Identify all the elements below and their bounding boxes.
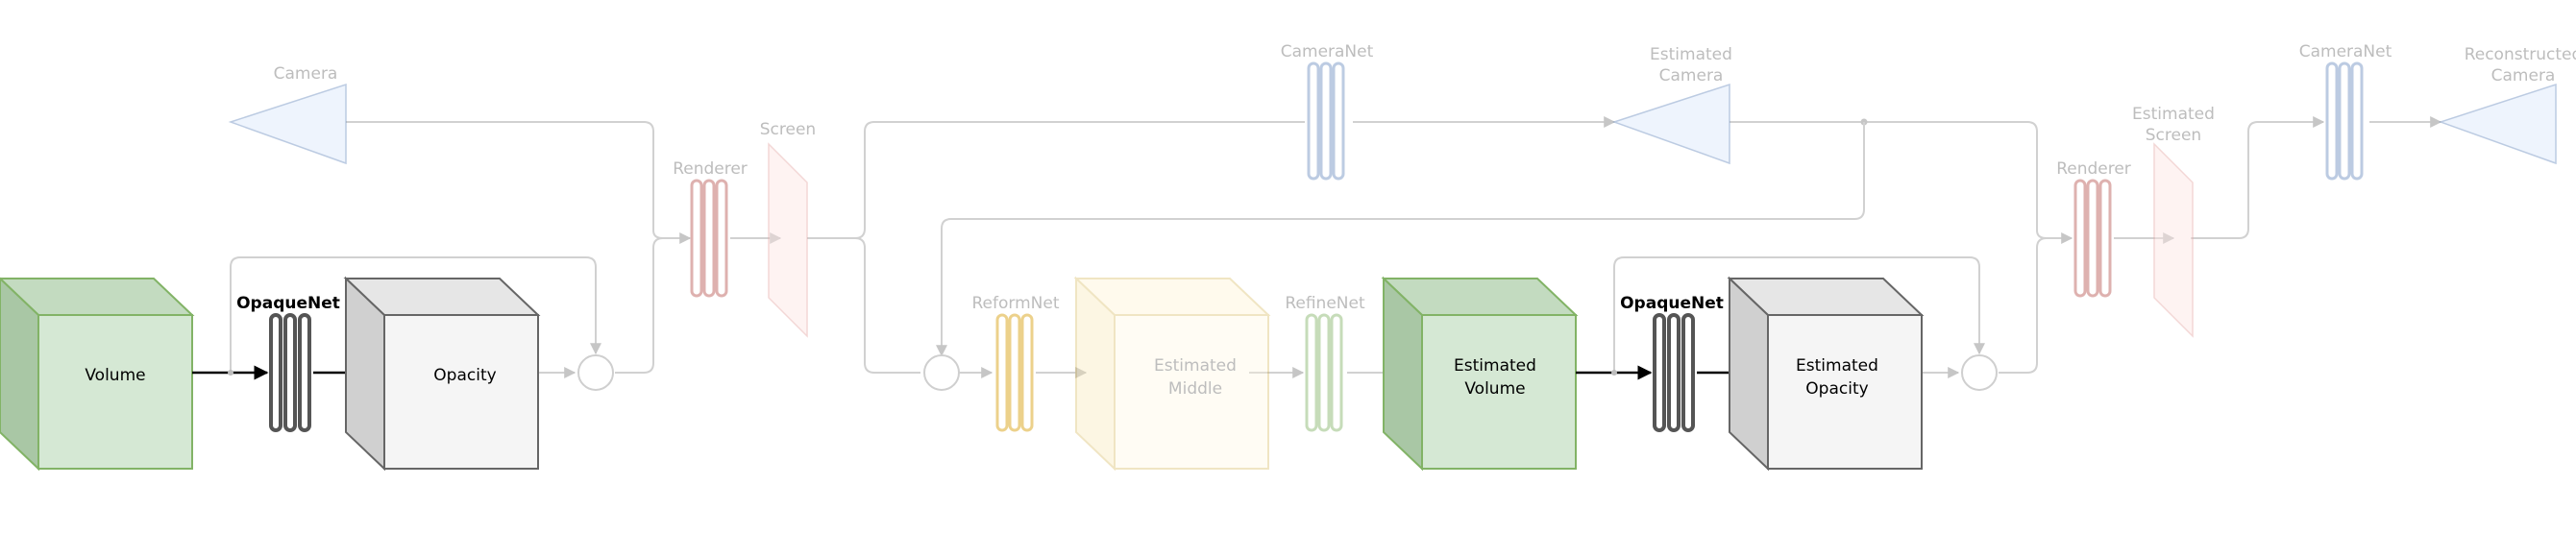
- estimated-camera-label-2: Camera: [1659, 66, 1724, 85]
- reconstructed-camera-shape: [2438, 83, 2557, 165]
- volume-label: Volume: [85, 366, 145, 385]
- renderer-2-block: [2073, 179, 2112, 298]
- estimated-middle-label-1: Estimated: [1154, 356, 1237, 376]
- cameranet-1-label: CameraNet: [1281, 42, 1374, 61]
- estimated-camera-label-1: Estimated: [1650, 45, 1732, 64]
- renderer-1-label: Renderer: [673, 159, 748, 179]
- cameranet-1-block: [1307, 61, 1345, 181]
- reformnet-label: ReformNet: [972, 294, 1060, 313]
- refinenet-block: [1305, 313, 1343, 432]
- opaquenet-1-block: [269, 313, 311, 432]
- estimated-screen-plane: [2153, 142, 2194, 338]
- opacity-cube: [343, 276, 541, 472]
- estimated-screen-label-2: Screen: [2146, 126, 2201, 145]
- estimated-middle-cube: [1073, 276, 1271, 472]
- camera-label: Camera: [274, 64, 338, 84]
- reconstructed-camera-label-1: Reconstructed: [2465, 45, 2576, 64]
- screen-label: Screen: [760, 120, 816, 139]
- opaquenet-1-label: OpaqueNet: [236, 294, 340, 313]
- refinenet-label: RefineNet: [1285, 294, 1365, 313]
- branch-dot: [228, 370, 233, 376]
- estimated-opacity-label-1: Estimated: [1796, 356, 1878, 376]
- cameranet-2-block: [2325, 61, 2364, 181]
- opacity-label: Opacity: [433, 366, 496, 385]
- estimated-opacity-label-2: Opacity: [1805, 379, 1868, 399]
- branch-dot-2: [1611, 370, 1617, 376]
- renderer-1-block: [690, 179, 728, 298]
- camera-shape: [228, 83, 347, 165]
- screen-plane: [768, 142, 808, 338]
- estimated-volume-cube: [1381, 276, 1579, 472]
- volume-cube: [0, 277, 195, 472]
- estimated-middle-label-2: Middle: [1168, 379, 1222, 399]
- estimated-screen-label-1: Estimated: [2132, 105, 2215, 124]
- renderer-2-label: Renderer: [2056, 159, 2131, 179]
- reformnet-block: [995, 313, 1034, 432]
- reconstructed-camera-label-2: Camera: [2491, 66, 2556, 85]
- opaquenet-2-label: OpaqueNet: [1620, 294, 1724, 313]
- join-circle-right: [1961, 354, 1998, 391]
- faint-connectors: [230, 116, 2442, 378]
- estimated-volume-label-2: Volume: [1464, 379, 1525, 399]
- estimated-opacity-cube: [1727, 276, 1925, 472]
- estimated-camera-shape: [1611, 83, 1730, 165]
- join-circle-left: [577, 354, 614, 391]
- opaquenet-2-block: [1653, 313, 1695, 432]
- join-circle-reform: [923, 354, 960, 391]
- estimated-volume-label-1: Estimated: [1454, 356, 1536, 376]
- cameranet-2-label: CameraNet: [2299, 42, 2392, 61]
